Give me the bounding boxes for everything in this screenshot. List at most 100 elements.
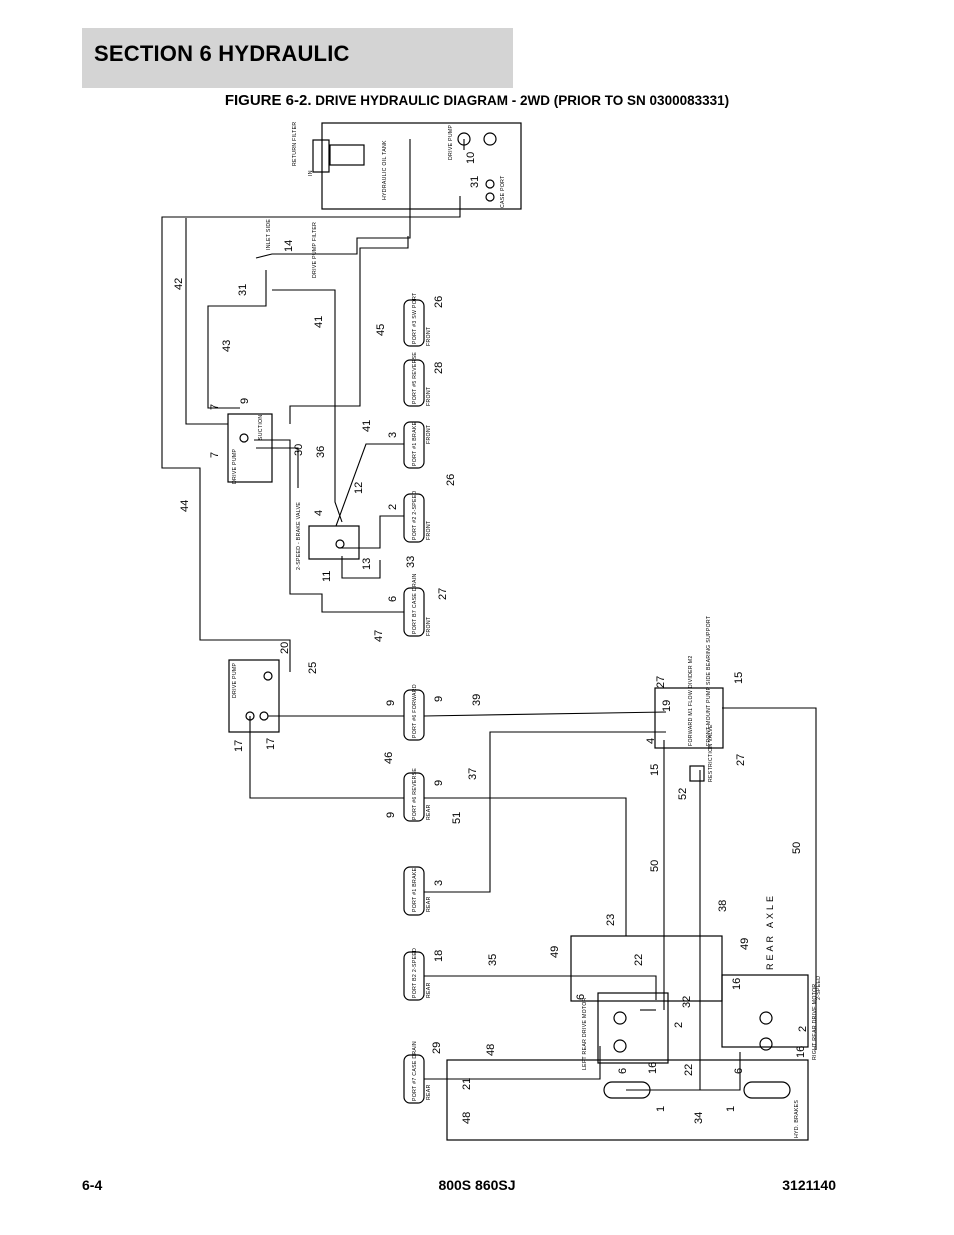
callout-3b: 3 bbox=[433, 880, 445, 886]
callouts: 10 31 14 31 41 42 43 45 26 28 9 7 7 3 41… bbox=[173, 152, 809, 1124]
callout-2: 2 bbox=[387, 504, 399, 510]
port-a2-box bbox=[403, 493, 425, 543]
callout-52: 52 bbox=[677, 788, 689, 800]
port-a3-box bbox=[403, 299, 425, 347]
front-mount-label: FRONT MOUNT PUMP SIDE BEARING SUPPORT bbox=[706, 615, 712, 746]
callout-48a: 48 bbox=[485, 1044, 497, 1056]
port-b6r-label: PORT #6 REVERSE bbox=[412, 768, 418, 820]
callout-7a: 7 bbox=[209, 404, 221, 410]
callout-7b: 7 bbox=[209, 452, 221, 458]
callout-14: 14 bbox=[283, 240, 295, 252]
rear-axle-left-box bbox=[570, 935, 723, 1002]
callout-6d: 6 bbox=[733, 1068, 745, 1074]
rear-label-2: REAR bbox=[426, 896, 432, 912]
callout-1a: 1 bbox=[655, 1106, 667, 1112]
port-a5-label: PORT #5 REVERSE bbox=[412, 352, 418, 404]
callout-27: 27 bbox=[437, 588, 449, 600]
callout-38: 38 bbox=[717, 900, 729, 912]
front-label-3: FRONT bbox=[426, 424, 432, 444]
callout-26b: 26 bbox=[445, 474, 457, 486]
port-b6r-box bbox=[403, 772, 425, 822]
callout-13: 13 bbox=[361, 558, 373, 570]
callout-28: 28 bbox=[433, 362, 445, 374]
callout-43: 43 bbox=[221, 340, 233, 352]
port-a5-box bbox=[403, 359, 425, 407]
flow-divider-label: FORWARD M1 FLOW DIVIDER M2 bbox=[688, 655, 694, 746]
callout-9b: 9 bbox=[385, 700, 397, 706]
port-b7-label: PORT B7 CASE DRAIN bbox=[412, 573, 418, 634]
return-filter-label: RETURN FILTER bbox=[292, 122, 298, 166]
callout-22: 22 bbox=[633, 954, 645, 966]
callout-9: 9 bbox=[239, 398, 251, 404]
rear-label-4: REAR bbox=[426, 1084, 432, 1100]
left-rear-drive-motor-label: LEFT REAR DRIVE MOTOR bbox=[582, 997, 588, 1070]
callout-16c: 16 bbox=[647, 1062, 659, 1074]
port-a3-label: PORT #3 SW PORT bbox=[412, 292, 418, 344]
left-motor-box bbox=[597, 992, 669, 1064]
section-header: SECTION 6 HYDRAULIC bbox=[82, 28, 513, 88]
front-label-2: FRONT bbox=[426, 386, 432, 406]
callout-15: 15 bbox=[733, 672, 745, 684]
drive-pump-port-label: DRIVE PUMP bbox=[448, 124, 454, 160]
hose-lines bbox=[161, 139, 817, 1091]
rear-label-1: REAR bbox=[426, 804, 432, 820]
in-label: IN bbox=[308, 170, 314, 176]
callout-51: 51 bbox=[451, 812, 463, 824]
callout-27c: 27 bbox=[735, 754, 747, 766]
port-b7r-label: PORT #7 CASE DRAIN bbox=[412, 1041, 418, 1101]
callout-10: 10 bbox=[465, 152, 477, 164]
brake-valve-label: 2-SPEED - BRAKE VALVE bbox=[296, 502, 302, 570]
callout-19: 19 bbox=[661, 700, 673, 712]
callout-9e: 9 bbox=[385, 812, 397, 818]
two-speed-label: 2-SPEED bbox=[816, 976, 822, 1000]
callout-16b: 16 bbox=[795, 1046, 807, 1058]
case-port-label: CASE PORT bbox=[500, 175, 506, 208]
callout-41b: 41 bbox=[361, 420, 373, 432]
port-a1-box bbox=[403, 421, 425, 469]
callout-34: 34 bbox=[693, 1112, 705, 1124]
callout-9d: 9 bbox=[433, 780, 445, 786]
callout-18: 18 bbox=[433, 950, 445, 962]
drive-pump-upper-label: DRIVE PUMP bbox=[232, 448, 238, 484]
brakes-box bbox=[446, 1059, 809, 1141]
figure-caption: DRIVE HYDRAULIC DIAGRAM - 2WD (PRIOR TO … bbox=[315, 93, 730, 108]
rear-axle-label: REAR AXLE bbox=[765, 893, 775, 970]
callout-42: 42 bbox=[173, 278, 185, 290]
callout-41: 41 bbox=[313, 316, 325, 328]
restriction-valve-box bbox=[689, 765, 705, 782]
rear-label-3: REAR bbox=[426, 982, 432, 998]
document-number: 3121140 bbox=[782, 1177, 836, 1193]
callout-32: 32 bbox=[681, 996, 693, 1008]
left-brake-cylinder bbox=[603, 1081, 651, 1099]
callout-12: 12 bbox=[353, 482, 365, 494]
callout-49b: 49 bbox=[739, 938, 751, 950]
front-label-5: FRONT bbox=[426, 616, 432, 636]
restriction-valve-label: RESTRICTION VALVE bbox=[708, 724, 714, 782]
suction-label: SUCTION bbox=[258, 415, 264, 440]
front-label-4: FRONT bbox=[426, 520, 432, 540]
front-label-1: FRONT bbox=[426, 326, 432, 346]
right-rear-drive-motor-label: RIGHT REAR DRIVE MOTOR bbox=[812, 984, 818, 1060]
port-b2-label: PORT B2 2-SPEED bbox=[412, 948, 418, 998]
callout-30: 30 bbox=[293, 444, 305, 456]
inlet-side-label: INLET SIDE bbox=[266, 219, 272, 250]
callout-2b: 2 bbox=[673, 1022, 685, 1028]
callout-27b: 27 bbox=[655, 676, 667, 688]
drive-pump-lower-box bbox=[228, 659, 280, 733]
callout-16a: 16 bbox=[731, 978, 743, 990]
callout-37: 37 bbox=[467, 768, 479, 780]
callout-45: 45 bbox=[375, 324, 387, 336]
callout-39: 39 bbox=[471, 694, 483, 706]
model-number: 800S 860SJ bbox=[438, 1177, 516, 1193]
callout-6: 6 bbox=[387, 596, 399, 602]
callout-17b: 17 bbox=[265, 738, 277, 750]
port-b6f-label: PORT #6 FORWARD bbox=[412, 684, 418, 738]
callout-31b: 31 bbox=[237, 284, 249, 296]
callout-1b: 1 bbox=[725, 1106, 737, 1112]
callout-11: 11 bbox=[321, 571, 333, 582]
port-a2-label: PORT #2 2-SPEED bbox=[412, 490, 418, 540]
callout-25: 25 bbox=[307, 662, 319, 674]
right-brake-cylinder bbox=[743, 1081, 791, 1099]
callout-29: 29 bbox=[431, 1042, 443, 1054]
